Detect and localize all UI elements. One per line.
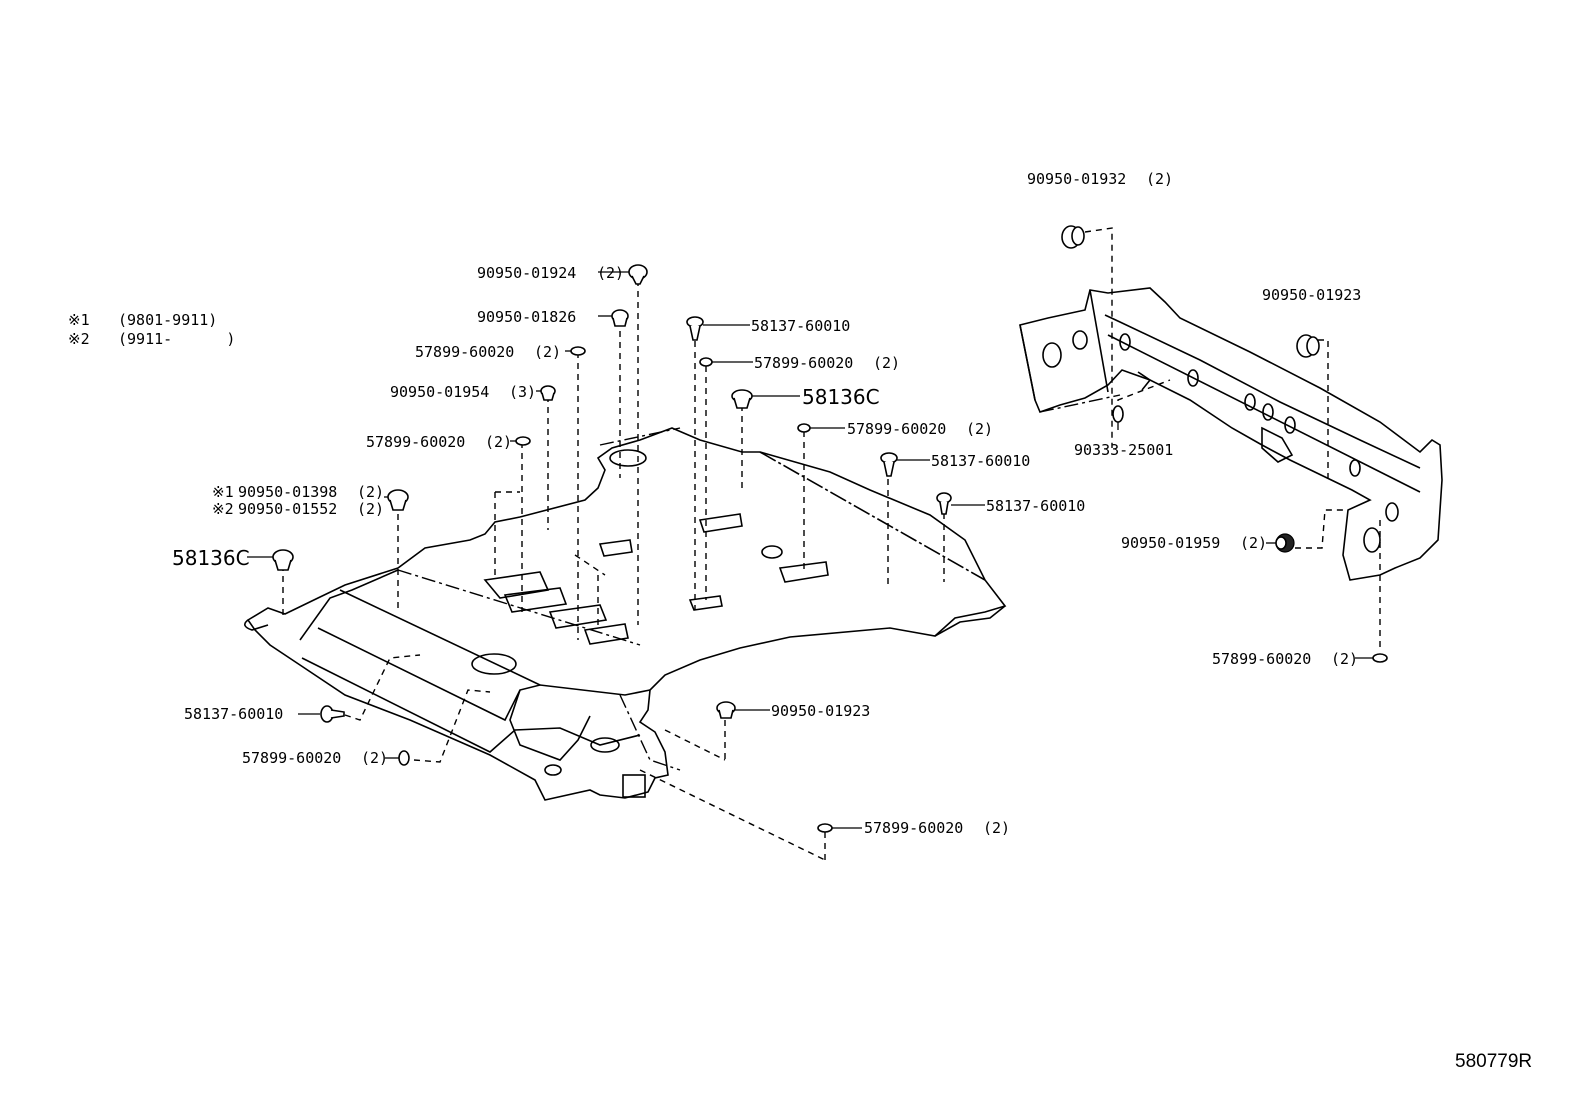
callout-quantity: (2): [361, 749, 388, 767]
callout-part-number: 90950-01924: [477, 264, 576, 282]
callout-part-number: 57899-60020: [864, 819, 963, 837]
plug-icon: [731, 389, 753, 409]
diagram-code: 580779R: [1455, 1051, 1532, 1072]
clip-icon: [936, 492, 952, 515]
callout-part-number: 58137-60010: [751, 317, 850, 335]
callout-part-number: 90950-01923: [771, 702, 870, 720]
grommet-icon: [1372, 653, 1388, 663]
plug-icon: [272, 549, 294, 571]
callout-part-number: 90950-01398: [238, 483, 337, 501]
floor-undercover-panel: [244, 427, 1007, 801]
callout-part-number: 58136C: [172, 546, 250, 570]
clip-icon: [320, 705, 345, 723]
callout-quantity: (2): [1240, 534, 1267, 552]
grommet-icon: [515, 436, 531, 446]
callout-part-number: 90950-01932: [1027, 170, 1126, 188]
plug-icon: [387, 489, 409, 511]
callout-quantity: (2): [873, 354, 900, 372]
fasteners: [272, 225, 1388, 833]
callout-part-number: 90950-01923: [1262, 286, 1361, 304]
callout-part-number: 90950-01826: [477, 308, 576, 326]
callout-part-number: 90333-25001: [1074, 441, 1173, 459]
callout-part-number: 58137-60010: [184, 705, 283, 723]
grommet-icon: [817, 823, 833, 833]
callout-note-mark: ※1: [212, 483, 234, 501]
grommet-icon: [699, 357, 713, 367]
note-1-mark: ※1: [68, 311, 90, 329]
callout-part-number: 58137-60010: [986, 497, 1085, 515]
leader-lines: [247, 271, 1373, 829]
plug-icon: [1275, 533, 1295, 553]
legend-notes: ※1 (9801-9911) ※2 (9911- ): [68, 311, 235, 348]
note-1-text: (9801-9911): [118, 311, 217, 329]
callout-quantity: (2): [966, 420, 993, 438]
clip-icon: [880, 452, 898, 477]
callout-quantity: (2): [1146, 170, 1173, 188]
grommet-icon: [797, 423, 811, 433]
callout-part-number: 90950-01959: [1121, 534, 1220, 552]
callout-part-number: 90950-01552: [238, 500, 337, 518]
clip-icon: [686, 316, 704, 341]
rear-crossmember-panel: [1019, 287, 1443, 581]
callout-quantity: (2): [1331, 650, 1358, 668]
callout-note-mark: ※2: [212, 500, 234, 518]
callout-quantity: (2): [357, 483, 384, 501]
callout-part-number: 57899-60020: [754, 354, 853, 372]
callout-quantity: (2): [534, 343, 561, 361]
grommet-icon: [1112, 405, 1124, 423]
plug-icon: [628, 264, 648, 285]
callout-part-number: 57899-60020: [1212, 650, 1311, 668]
callout-quantity: (2): [597, 264, 624, 282]
callout-labels: 90950-01924 (2) 90950-01826 57899-60020 …: [172, 170, 1361, 837]
plug-icon: [716, 701, 736, 719]
callout-part-number: 57899-60020: [366, 433, 465, 451]
callout-part-number: 58137-60010: [931, 452, 1030, 470]
callout-quantity: (2): [983, 819, 1010, 837]
callout-quantity: (2): [485, 433, 512, 451]
plug-icon: [540, 385, 556, 401]
callout-part-number: 57899-60020: [415, 343, 514, 361]
plug-icon: [1296, 334, 1320, 358]
callout-part-number: 90950-01954: [390, 383, 489, 401]
plug-icon: [1061, 225, 1085, 249]
note-2-mark: ※2: [68, 330, 90, 348]
callout-part-number: 57899-60020: [847, 420, 946, 438]
callout-part-number: 57899-60020: [242, 749, 341, 767]
note-2-text: (9911- ): [118, 330, 235, 348]
callout-quantity: (3): [509, 383, 536, 401]
callout-quantity: (2): [357, 500, 384, 518]
callout-part-number: 58136C: [802, 385, 880, 409]
grommet-icon: [570, 346, 586, 356]
plug-icon: [611, 309, 629, 327]
grommet-icon: [398, 750, 410, 766]
